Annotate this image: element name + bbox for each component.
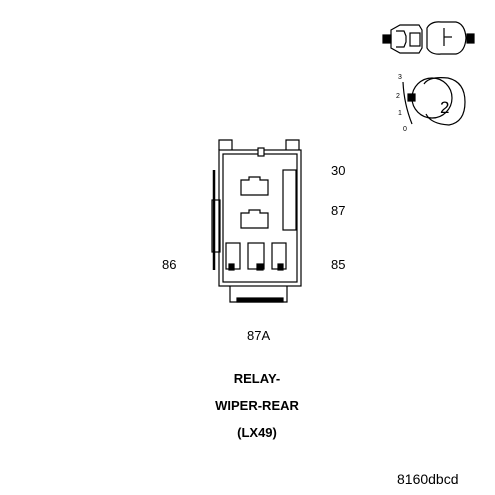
- pin-label-30: 30: [331, 163, 346, 178]
- connector-side-view-icon: [382, 21, 475, 55]
- relay-body: [211, 139, 302, 303]
- pin-label-87: 87: [331, 203, 346, 218]
- pin-label-87a: 87A: [247, 328, 271, 343]
- relay-title-line-2: WIPER-REAR: [215, 398, 299, 413]
- scale-label-0: 0: [403, 126, 407, 133]
- relay-title-line-1: RELAY-: [233, 371, 281, 386]
- connector-position-icon: [402, 77, 466, 126]
- scale-label-2: 2: [396, 93, 400, 100]
- scale-label-3: 3: [398, 74, 402, 81]
- position-number: 2: [440, 98, 450, 117]
- scale-label-1: 1: [398, 110, 402, 117]
- relay-title-line-3: (LX49): [237, 425, 277, 440]
- figure-id: 8160dbcd: [397, 471, 459, 487]
- pin-label-85: 85: [331, 257, 346, 272]
- pin-label-86: 86: [162, 257, 177, 272]
